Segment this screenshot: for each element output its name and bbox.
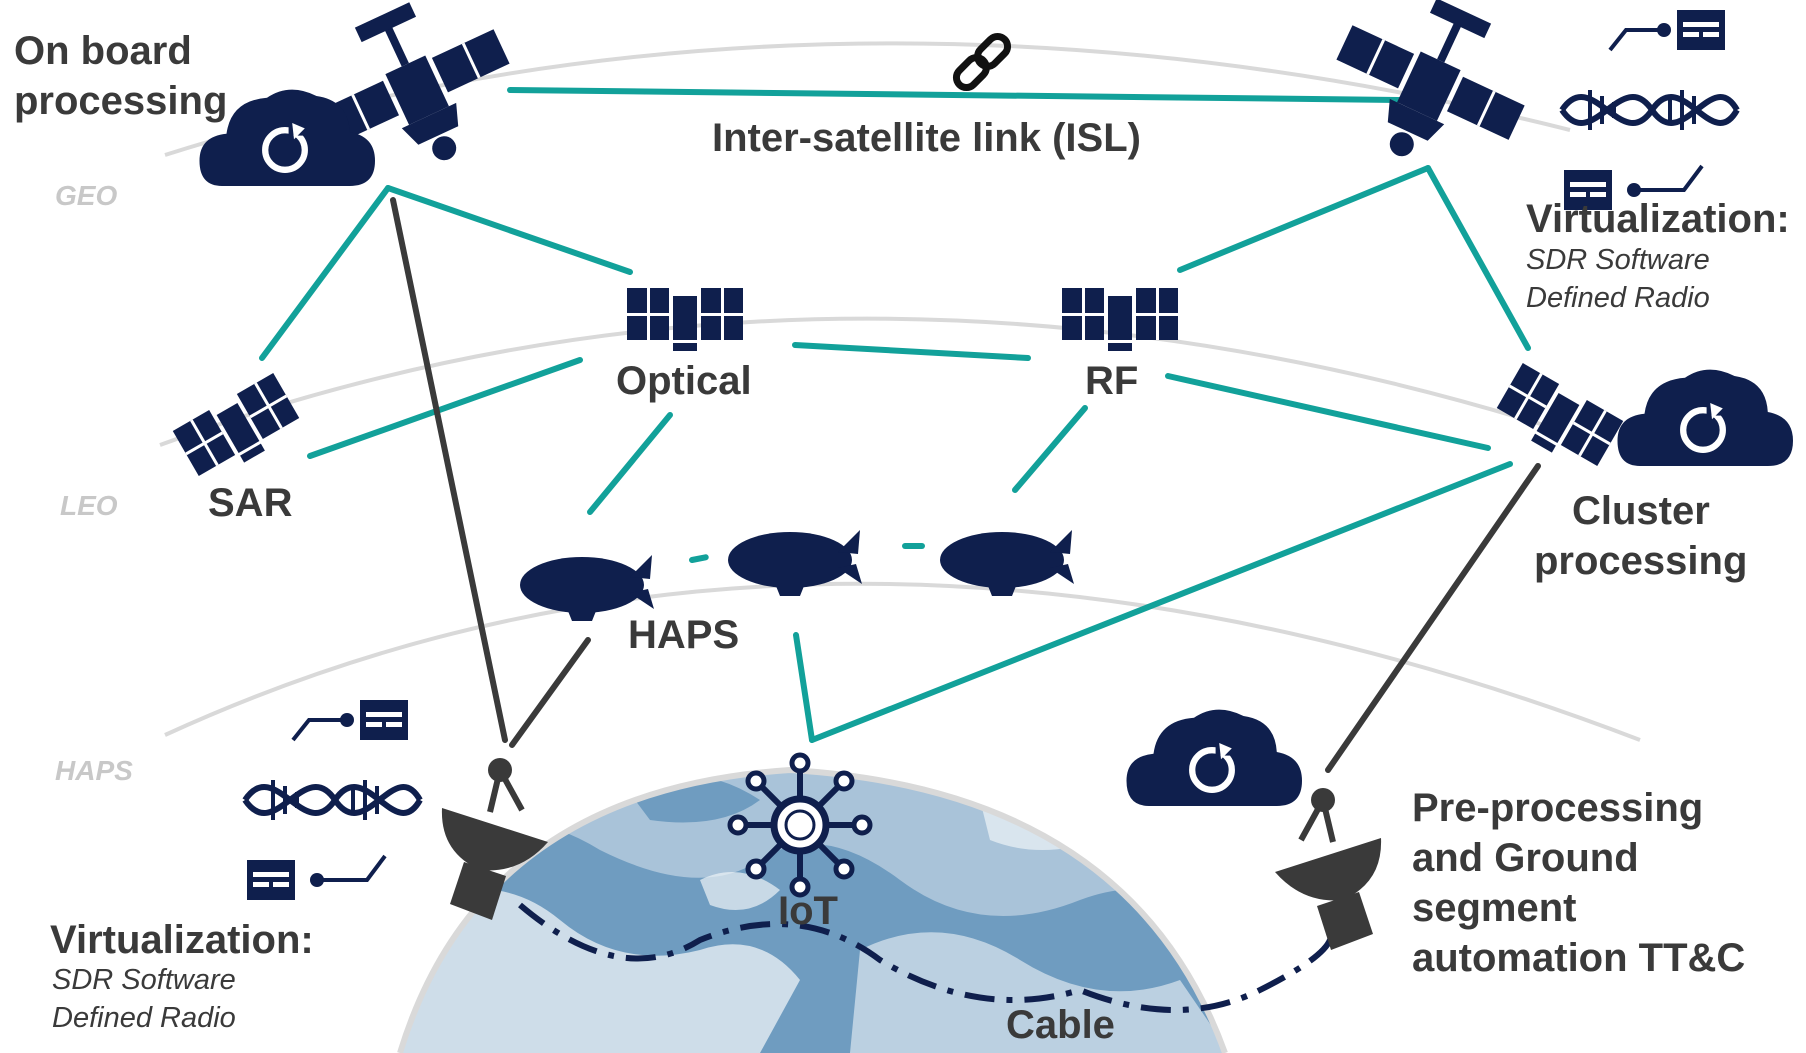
leo-satellite-icon [627, 288, 743, 351]
virtualization-right-sub1: SDR Software [1526, 244, 1710, 276]
orbit-haps-label: HAPS [55, 755, 133, 786]
virtualization-left-sub2: Defined Radio [52, 1002, 236, 1034]
cable-label: Cable [1006, 1003, 1115, 1047]
orbit-leo-label: LEO [60, 490, 118, 521]
preprocessing-line4: automation TT&C [1412, 936, 1746, 980]
dna-virtualization-icon [245, 700, 420, 900]
leo-satellite-icon [1062, 288, 1178, 351]
leo-satellite-icon [172, 373, 305, 486]
preprocessing-line3: segment [1412, 886, 1577, 930]
isl-label: Inter-satellite link (ISL) [712, 116, 1141, 160]
dna-virtualization-icon [1562, 10, 1737, 210]
preprocessing-line2: and Ground [1412, 836, 1639, 880]
virtualization-right-sub2: Defined Radio [1526, 282, 1710, 314]
cloud-sync-icon [1618, 370, 1794, 466]
onboard-label-line2: processing [14, 79, 228, 123]
rf-label: RF [1085, 359, 1139, 403]
chain-link-icon [952, 32, 1012, 92]
cloud-sync-icon [1127, 710, 1303, 806]
antenna-dish-icon [1275, 788, 1381, 950]
earth [397, 766, 1228, 1053]
cluster-label-line2: processing [1534, 539, 1748, 583]
sar-label: SAR [208, 481, 293, 525]
preprocessing-line1: Pre-processing [1412, 786, 1704, 830]
virtualization-left-title: Virtualization: [50, 918, 314, 962]
optical-label: Optical [616, 359, 752, 403]
cable-line [518, 902, 1335, 1013]
cluster-label-line1: Cluster [1572, 489, 1710, 533]
iot-hub-icon [727, 752, 873, 898]
haps-label: HAPS [628, 613, 740, 657]
leo-satellite-icon [1491, 363, 1624, 476]
virtualization-left-sub1: SDR Software [52, 964, 236, 996]
onboard-label-line1: On board [14, 29, 192, 73]
teal-links [259, 87, 1531, 743]
ground-links [390, 197, 1541, 773]
satellite-icon [1336, 0, 1525, 157]
orbit-geo-label: GEO [55, 180, 118, 211]
iot-label: IoT [778, 889, 838, 933]
virtualization-right-title: Virtualization: [1526, 197, 1790, 241]
